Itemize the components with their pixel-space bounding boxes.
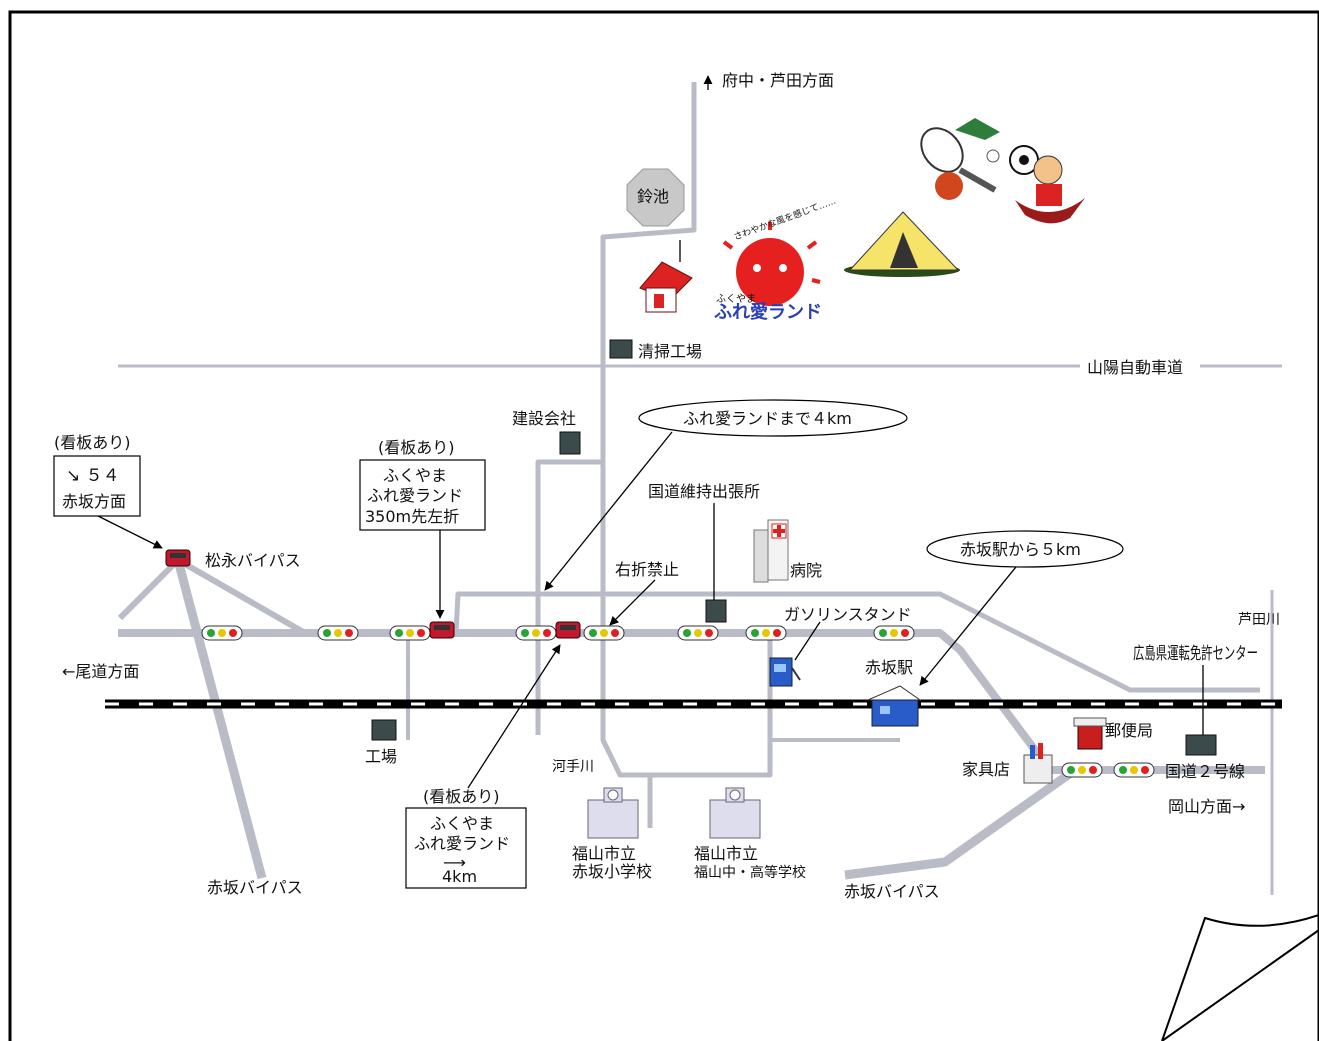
house-icon: [639, 261, 693, 313]
akasaka-station-label: 赤坂駅: [865, 658, 913, 677]
sports-icons: [920, 118, 1085, 224]
sign3-arrow: ⟶: [443, 853, 466, 872]
distance-to-land-label: ふれ愛ランドまで４km: [683, 409, 852, 428]
car-icon-1: [165, 549, 191, 567]
post-office-icon: [1073, 717, 1107, 750]
kawate-river-label: 河手川: [552, 759, 594, 775]
construction-company-icon: [559, 431, 581, 455]
middle-school-icon: [709, 787, 761, 839]
no-right-turn-label: 右折禁止: [615, 560, 679, 579]
cleaning-plant-icon: [609, 339, 633, 359]
north-road: [600, 82, 697, 630]
sign1-note: (看板あり): [54, 433, 131, 452]
station-icon: [867, 685, 922, 727]
building-icons: [371, 339, 1217, 839]
logo-brand-small: ふくやま: [716, 293, 756, 305]
sign1-line2: 赤坂方面: [62, 492, 126, 511]
callout-lines: [97, 75, 1204, 789]
sign2-line1: ふくやま: [383, 466, 447, 485]
map-labels: 府中・芦田方面 鈴池 清掃工場 山陽自動車道 建設会社 ふれ愛ランドまで４km …: [62, 71, 1280, 901]
signal-5: [583, 625, 625, 641]
signal-10: [1113, 762, 1155, 778]
traffic-signals: [201, 625, 1155, 778]
signal-4: [515, 625, 557, 641]
hospital-icon: [753, 519, 789, 583]
page-curl: [1161, 914, 1319, 1041]
signal-9: [1061, 762, 1103, 778]
hospital-label: 病院: [790, 561, 822, 580]
elementary-school-icon: [587, 787, 639, 839]
sign3-line3: 4km: [442, 867, 477, 886]
post-office-label: 郵便局: [1105, 721, 1153, 740]
license-center-label: 広島県運転免許センター: [1133, 644, 1258, 664]
sign3-line2: ふれ愛ランド: [414, 834, 510, 853]
sign2-line3: 350m先左折: [365, 507, 459, 526]
akasaka-bypass-left-label: 赤坂バイパス: [207, 878, 303, 897]
onomichi-direction-label: ←尾道方面: [62, 662, 139, 681]
akasaka-bypass-right-label: 赤坂バイパス: [844, 882, 940, 901]
sign-box-2: [359, 459, 486, 531]
sign3-note: (看板あり): [423, 787, 500, 806]
north-direction-label: 府中・芦田方面: [722, 71, 834, 90]
matsunaga-bypass-label: 松永バイパス: [205, 551, 301, 570]
cleaning-plant-label: 清掃工場: [638, 342, 702, 361]
elementary-school-label-2: 赤坂小学校: [572, 862, 652, 881]
elementary-school-label-1: 福山市立: [572, 844, 636, 863]
expressway-label: 山陽自動車道: [1087, 358, 1183, 377]
signal-1: [201, 625, 243, 641]
signal-6: [677, 625, 719, 641]
furniture-store-icon: [1023, 743, 1053, 784]
road-office-icon: [705, 599, 727, 623]
sign-box-3: [405, 807, 527, 889]
signal-3: [389, 625, 431, 641]
sign3-line1: ふくやま: [430, 814, 494, 833]
furniture-store-label: 家具店: [962, 760, 1010, 779]
suzuike-label: 鈴池: [637, 187, 669, 206]
sign2-line2: ふれ愛ランド: [367, 486, 463, 505]
matsunaga-bypass-road: [173, 558, 267, 880]
sign-box-1: [53, 455, 141, 517]
road-office-label: 国道維持出張所: [648, 482, 760, 501]
logo-brand: ふれ愛ランド: [714, 301, 822, 323]
signal-2: [317, 625, 359, 641]
gas-station-label: ガソリンスタンド: [784, 605, 912, 624]
construction-company-label: 建設会社: [512, 409, 576, 428]
sun-icon: [736, 238, 804, 306]
akasaka-bypass-road: [844, 766, 1078, 880]
cars: [165, 549, 581, 639]
gas-station-icon: [769, 657, 801, 687]
sign-texts: (看板あり) ↘ ５４ 赤坂方面 (看板あり) ふくやま ふれ愛ランド 350m…: [54, 433, 510, 886]
distance-oval: [638, 399, 908, 437]
license-center-icon: [1185, 734, 1217, 756]
signal-7: [745, 625, 787, 641]
route2-label: 国道２号線: [1165, 762, 1245, 781]
sign1-line1: ↘ ５４: [66, 466, 120, 486]
sign2-note: (看板あり): [378, 438, 455, 457]
okayama-direction-label: 岡山方面→: [1168, 797, 1245, 816]
signal-8: [873, 625, 915, 641]
car-icon-3: [555, 621, 581, 639]
suzuike-marker: [626, 168, 685, 227]
ashida-river-label: 芦田川: [1238, 612, 1280, 628]
middle-school-label-1: 福山市立: [694, 844, 758, 863]
middle-school-label-2: 福山中・高等学校: [694, 864, 806, 881]
car-icon-2: [429, 621, 455, 639]
factory-label: 工場: [365, 747, 397, 766]
station-distance-oval: [926, 530, 1124, 568]
station-distance-label: 赤坂駅から５km: [960, 540, 1081, 559]
tent-icon: [844, 211, 960, 277]
factory-icon: [371, 719, 397, 741]
